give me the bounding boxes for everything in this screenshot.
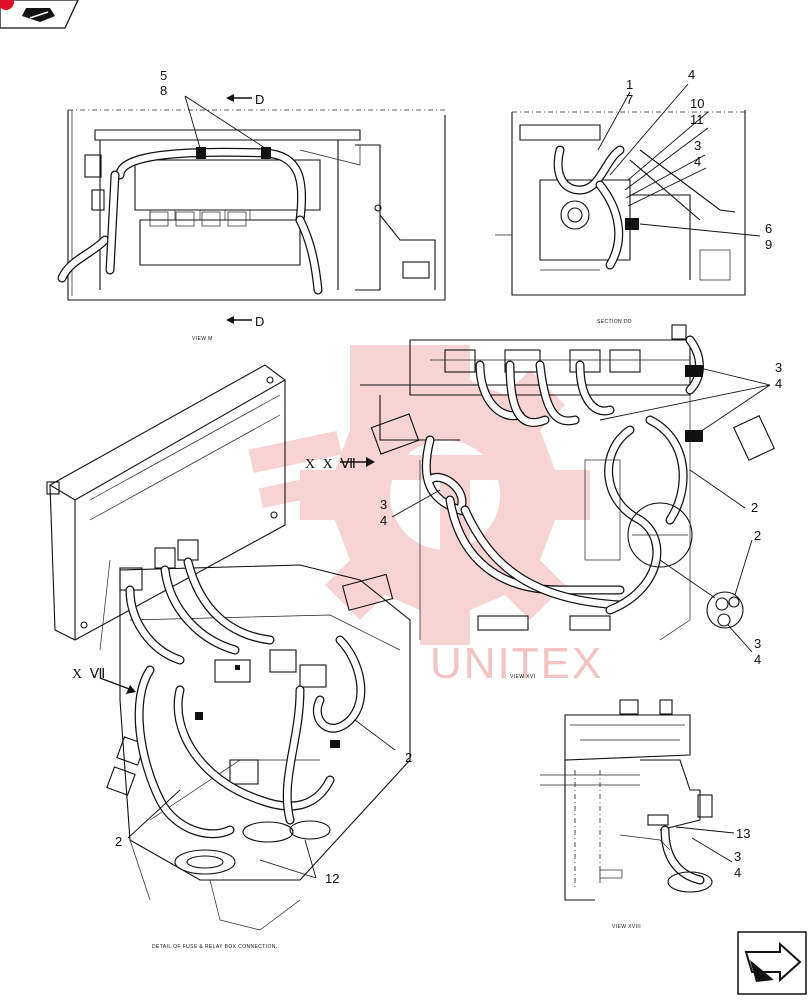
callout-13: 13: [736, 826, 750, 841]
callout-3-xviii: 3: [734, 849, 741, 864]
view-xviii-drawing: [540, 699, 735, 901]
view-m-drawing: [57, 94, 446, 324]
callout-11: 11: [690, 112, 704, 127]
red-dot-icon: [0, 0, 14, 10]
section-marker-xxvii: X X Ⅶ: [305, 457, 358, 472]
callout-3-detail: 3: [754, 636, 761, 651]
watermark-text: UNITEX: [430, 639, 603, 688]
callout-3-dd: 3: [694, 138, 701, 153]
callout-2-detail: 2: [754, 528, 761, 543]
callout-4-dd-b: 4: [694, 154, 701, 169]
callout-4-xviii: 4: [734, 865, 741, 880]
callout-7: 7: [626, 92, 633, 107]
callout-2-detail-right: 2: [405, 750, 412, 765]
section-dd-drawing: [495, 83, 761, 296]
fuse-relay-detail-drawing: [46, 364, 411, 931]
callout-8: 8: [160, 83, 167, 98]
callout-6: 6: [765, 221, 772, 236]
detail-caption: DETAIL OF FUSE & RELAY BOX CONNECTION.: [152, 944, 278, 950]
callout-2-xvi: 2: [751, 500, 758, 515]
section-marker-d-top: D: [255, 92, 264, 107]
view-xviii-caption: VIEW XVIII: [612, 924, 641, 930]
callout-1: 1: [626, 77, 633, 92]
view-m-caption: VIEW M: [192, 336, 213, 342]
callout-9: 9: [765, 237, 772, 252]
callout-12: 12: [325, 871, 339, 886]
callout-10: 10: [690, 96, 704, 111]
arrow-book-icon: [22, 8, 55, 22]
watermark-logo: [248, 345, 590, 645]
view-xvi-caption: VIEW XVI: [510, 674, 535, 680]
callout-4-detail: 4: [754, 652, 761, 667]
callout-4-xvi: 4: [775, 376, 782, 391]
callout-4-dd: 4: [688, 67, 695, 82]
back-button[interactable]: [0, 0, 79, 29]
section-dd-caption: SECTION DD: [597, 319, 632, 325]
callout-4-xxvii: 4: [380, 513, 387, 528]
arrow-right-icon: [744, 941, 802, 983]
view-xvi-drawing: [340, 324, 776, 653]
callout-5: 5: [160, 68, 167, 83]
callout-3-xxvii: 3: [380, 497, 387, 512]
section-marker-xvii: X Ⅶ: [72, 667, 107, 682]
section-marker-d-bottom: D: [255, 314, 264, 329]
next-button[interactable]: [737, 931, 807, 995]
callout-2-detail-left: 2: [115, 834, 122, 849]
callout-3-xvi: 3: [775, 360, 782, 375]
